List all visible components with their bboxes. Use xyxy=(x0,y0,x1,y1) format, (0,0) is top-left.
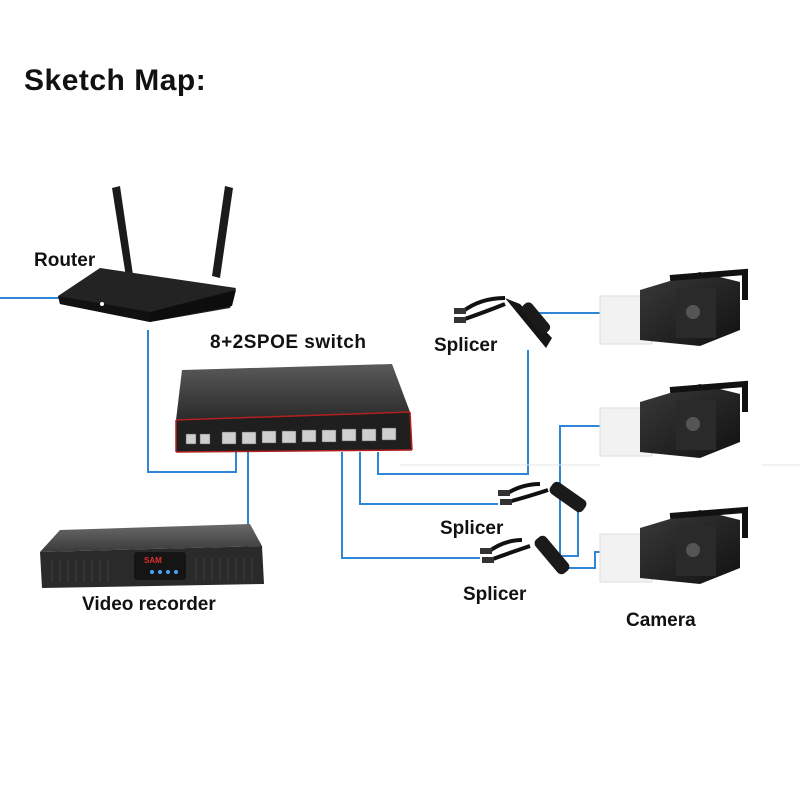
splicer-icon xyxy=(498,481,587,513)
video-recorder-icon: SAM xyxy=(40,524,264,588)
cable-router-switch xyxy=(147,330,237,473)
page-title: Sketch Map: xyxy=(24,64,207,97)
camera-icon xyxy=(599,268,748,346)
video-recorder-label: Video recorder xyxy=(82,594,216,615)
camera-icon xyxy=(599,380,748,458)
recorder-logo: SAM xyxy=(144,556,162,565)
poe-switch-icon xyxy=(175,364,413,453)
cable-switch-splicer2 xyxy=(359,452,498,505)
cable-switch-splicer1 xyxy=(377,350,529,475)
splicer-icon xyxy=(454,296,552,348)
router-icon xyxy=(58,186,236,322)
splicer-label: Splicer xyxy=(434,335,498,356)
cable-switch-splicer3 xyxy=(341,452,480,559)
camera-icon xyxy=(599,506,748,584)
splicer-label: Splicer xyxy=(463,584,527,605)
camera-label: Camera xyxy=(626,610,696,631)
router-label: Router xyxy=(34,250,96,271)
switch-label: 8+2SPOE switch xyxy=(210,332,367,353)
splicer-icon xyxy=(480,535,570,575)
splicer-label: Splicer xyxy=(440,518,504,539)
